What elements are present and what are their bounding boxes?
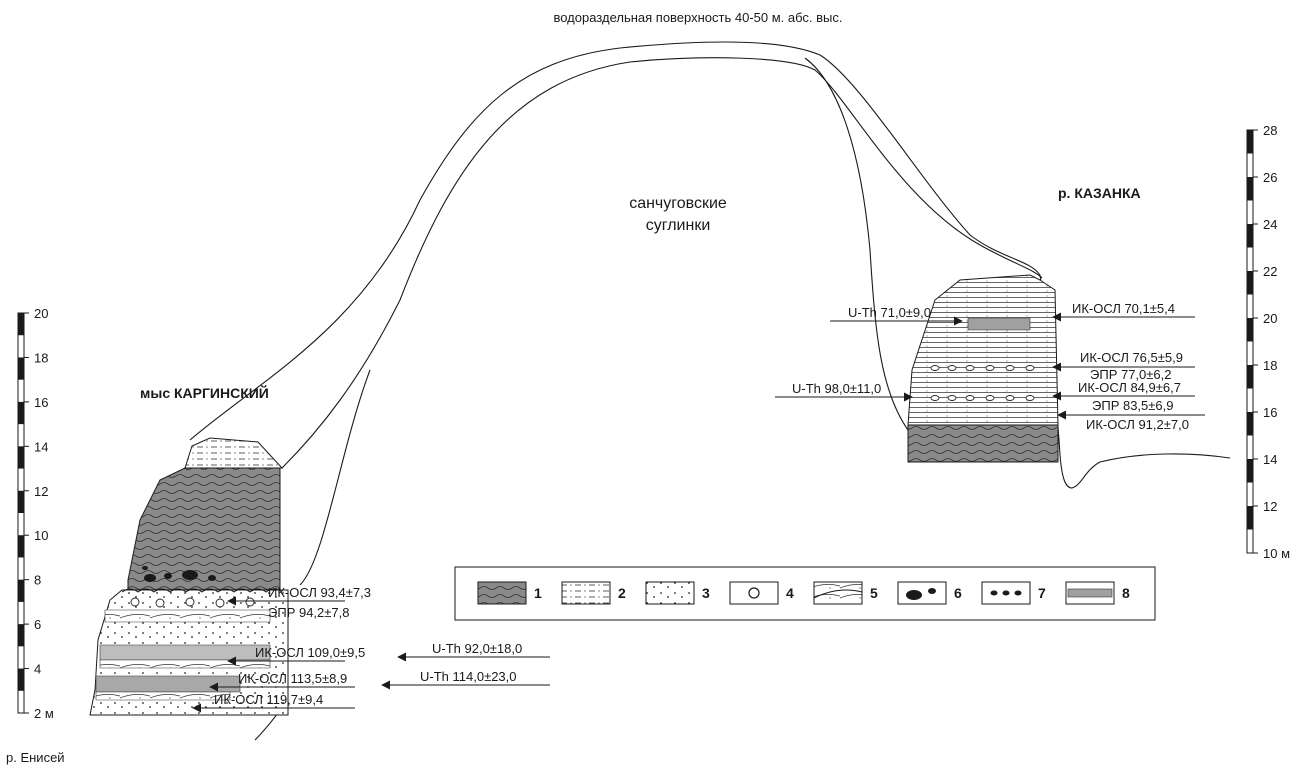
kazanka-date-1: U-Th 71,0±9,0: [848, 305, 931, 320]
sanchugov-loam-label-1: санчуговские: [629, 195, 727, 212]
right-scale-segment: [1247, 224, 1253, 248]
left-scale-label: 4: [34, 662, 41, 677]
right-scale-segment: [1247, 318, 1253, 342]
legend-number: 6: [954, 585, 962, 601]
left-scale-label: 16: [34, 395, 48, 410]
left-scale-segment: [18, 491, 24, 513]
legend-number: 8: [1122, 585, 1130, 601]
kargin-date-4: ИК-ОСЛ 109,0±9,5: [255, 645, 365, 660]
kargin-clay-layer: [128, 468, 280, 590]
left-scale-segment: [18, 402, 24, 424]
left-scale-segment: [18, 535, 24, 557]
legend-number: 1: [534, 585, 542, 601]
legend-number: 4: [786, 585, 794, 601]
kazanka-date-6: ИК-ОСЛ 84,9±6,7: [1078, 380, 1181, 395]
right-scale-label: 26: [1263, 170, 1277, 185]
left-scale-segment: [18, 313, 24, 335]
kargin-date-2: ЭПР 94,2±7,8: [268, 605, 349, 620]
legend-number: 3: [702, 585, 710, 601]
kazanka-soil-lens: [968, 318, 1030, 330]
legend: 1 2 3 4 5 6 7 8: [455, 567, 1155, 620]
left-scale-label: 10: [34, 528, 48, 543]
right-scale-segment: [1247, 459, 1253, 483]
right-scale-label: 22: [1263, 264, 1277, 279]
boulder-legend-icon: [898, 582, 946, 604]
watershed-surface-title: водораздельная поверхность 40-50 м. абс.…: [553, 10, 842, 25]
left-scale-label: 18: [34, 350, 48, 365]
left-scale-label: 2 м: [34, 706, 54, 721]
kargin-date-6: ИК-ОСЛ 113,5±8,9: [238, 671, 347, 686]
left-scale-segment: [18, 357, 24, 379]
left-scale-bar: 2 м 4 6 8 10 12 14 16 18 20: [18, 306, 54, 721]
left-scale-label: 6: [34, 617, 41, 632]
left-scale-segment: [18, 446, 24, 468]
kazanka-clay-base: [908, 425, 1058, 462]
left-scale-label: 8: [34, 573, 41, 588]
right-scale-label: 28: [1263, 123, 1277, 138]
kargin-date-1: ИК-ОСЛ 93,4±7,3: [268, 585, 371, 600]
legend-number: 7: [1038, 585, 1046, 601]
dashed-loam-legend-icon: [562, 582, 610, 604]
right-scale-label: 18: [1263, 358, 1277, 373]
right-scale-segment: [1247, 365, 1253, 389]
right-scale-label: 16: [1263, 405, 1277, 420]
right-scale-segment: [1247, 271, 1253, 295]
legend-number: 5: [870, 585, 878, 601]
cross-bedding-legend-icon: [814, 582, 862, 604]
right-scale-segment: [1247, 412, 1253, 436]
yenisei-river-label: р. Енисей: [6, 750, 65, 765]
right-scale-segment: [1247, 506, 1253, 530]
left-scale-label: 14: [34, 439, 48, 454]
left-scale-segment: [18, 580, 24, 602]
wavy-clay-legend-icon: [478, 582, 526, 604]
terrain-profile: [190, 42, 1230, 740]
right-scale-bar: 10 м 12 14 16 18 20 22 24 26 28: [1247, 123, 1290, 561]
kazanka-date-8: ИК-ОСЛ 91,2±7,0: [1086, 417, 1189, 432]
right-scale-label: 10 м: [1263, 546, 1290, 561]
right-scale-segment: [1247, 177, 1253, 201]
kazanka-date-2: ИК-ОСЛ 70,1±5,4: [1072, 301, 1175, 316]
kargin-date-3: U-Th 92,0±18,0: [432, 641, 522, 656]
legend-number: 2: [618, 585, 626, 601]
kargin-date-5: U-Th 114,0±23,0: [420, 669, 517, 684]
kargin-section-title: мыс КАРГИНСКИЙ: [140, 384, 269, 401]
kazanka-date-5: U-Th 98,0±11,0: [792, 381, 881, 396]
right-scale-label: 14: [1263, 452, 1277, 467]
soil-legend-icon: [1066, 582, 1114, 604]
sanchugov-loam-label-2: суглинки: [646, 217, 711, 234]
kazanka-date-7: ЭПР 83,5±6,9: [1092, 398, 1173, 413]
kazanka-section-title: р. КАЗАНКА: [1058, 185, 1141, 201]
kazanka-laminated-layer: [908, 275, 1058, 425]
kazanka-date-3: ИК-ОСЛ 76,5±5,9: [1080, 350, 1183, 365]
pebble-legend-icon: [982, 582, 1030, 604]
right-scale-label: 20: [1263, 311, 1277, 326]
right-scale-segment: [1247, 130, 1253, 154]
left-scale-segment: [18, 624, 24, 646]
shell-legend-icon: [730, 582, 778, 604]
legend-box: [455, 567, 1155, 620]
left-scale-segment: [18, 669, 24, 691]
dotted-sand-legend-icon: [646, 582, 694, 604]
right-scale-label: 24: [1263, 217, 1277, 232]
kazanka-section: [908, 275, 1058, 462]
right-scale-label: 12: [1263, 499, 1277, 514]
kargin-date-7: ИК-ОСЛ 119,7±9,4: [214, 692, 323, 707]
left-scale-label: 12: [34, 484, 48, 499]
left-scale-label: 20: [34, 306, 48, 321]
kargin-loam-cap: [185, 438, 282, 468]
